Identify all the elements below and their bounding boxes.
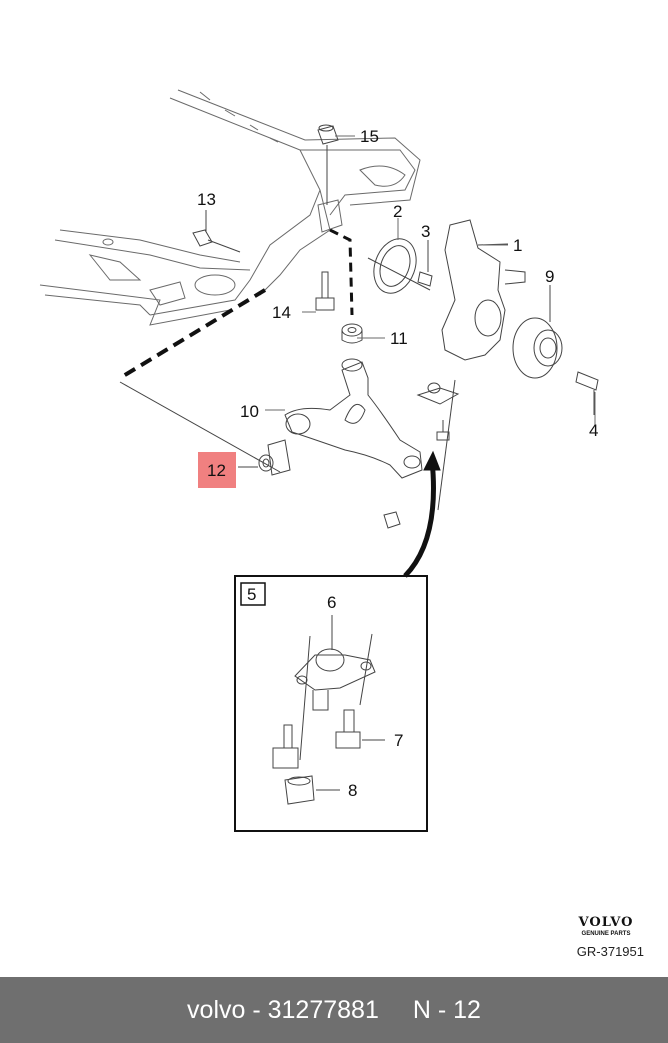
subframe xyxy=(39,89,421,326)
part-14-bolt xyxy=(315,271,335,311)
callout-11: 11 xyxy=(390,329,408,348)
callout-3: 3 xyxy=(421,222,430,241)
volvo-logo: VOLVO xyxy=(578,915,634,930)
footer-position: N - 12 xyxy=(412,995,481,1024)
callout-4: 4 xyxy=(589,421,598,440)
exploded-parts-diagram: 15 2 3 1 9 13 14 11 4 10 12 5 6 7 8 xyxy=(39,89,599,832)
footer-part-number: volvo - 31277881 xyxy=(187,995,379,1024)
part-12-rear-bushing xyxy=(238,439,291,476)
part-2-dust-shield xyxy=(367,238,431,294)
logo-tagline: GENUINE PARTS xyxy=(581,931,631,937)
reference-code: GR-371951 xyxy=(576,944,644,959)
part-4-hub-bolt xyxy=(575,371,599,415)
mounting-dashed-line xyxy=(118,288,267,380)
detail-arrow xyxy=(403,459,436,578)
detail-ball-joint xyxy=(294,615,376,761)
part-11-bushing xyxy=(341,323,363,344)
callout-1: 1 xyxy=(513,236,522,255)
callout-8: 8 xyxy=(348,781,357,800)
detail-bolt-left xyxy=(272,724,299,769)
part-1-steering-knuckle xyxy=(441,219,526,361)
part-6-ball-joint xyxy=(416,379,460,511)
callout-14: 14 xyxy=(272,303,291,322)
callout-6: 6 xyxy=(327,593,336,612)
callout-7: 7 xyxy=(394,731,403,750)
part-3-bolt xyxy=(417,240,433,287)
part-9-wheel-hub xyxy=(512,285,563,379)
callout-10: 10 xyxy=(240,402,259,421)
callout-13: 13 xyxy=(197,190,216,209)
callout-12: 12 xyxy=(207,461,226,480)
part-13-bolt xyxy=(192,210,241,253)
detail-bolt-right xyxy=(335,709,385,749)
callout-9: 9 xyxy=(545,267,554,286)
callout-2: 2 xyxy=(393,202,402,221)
ball-joint-nut xyxy=(383,511,401,529)
part-15-flange-nut xyxy=(317,124,339,205)
callout-5: 5 xyxy=(247,585,256,604)
detail-box xyxy=(234,575,428,832)
footer-bar: volvo - 31277881 N - 12 xyxy=(0,977,668,1043)
callout-15: 15 xyxy=(360,127,379,146)
detail-flange-nut xyxy=(284,775,340,805)
highlight-part-12 xyxy=(198,452,236,488)
